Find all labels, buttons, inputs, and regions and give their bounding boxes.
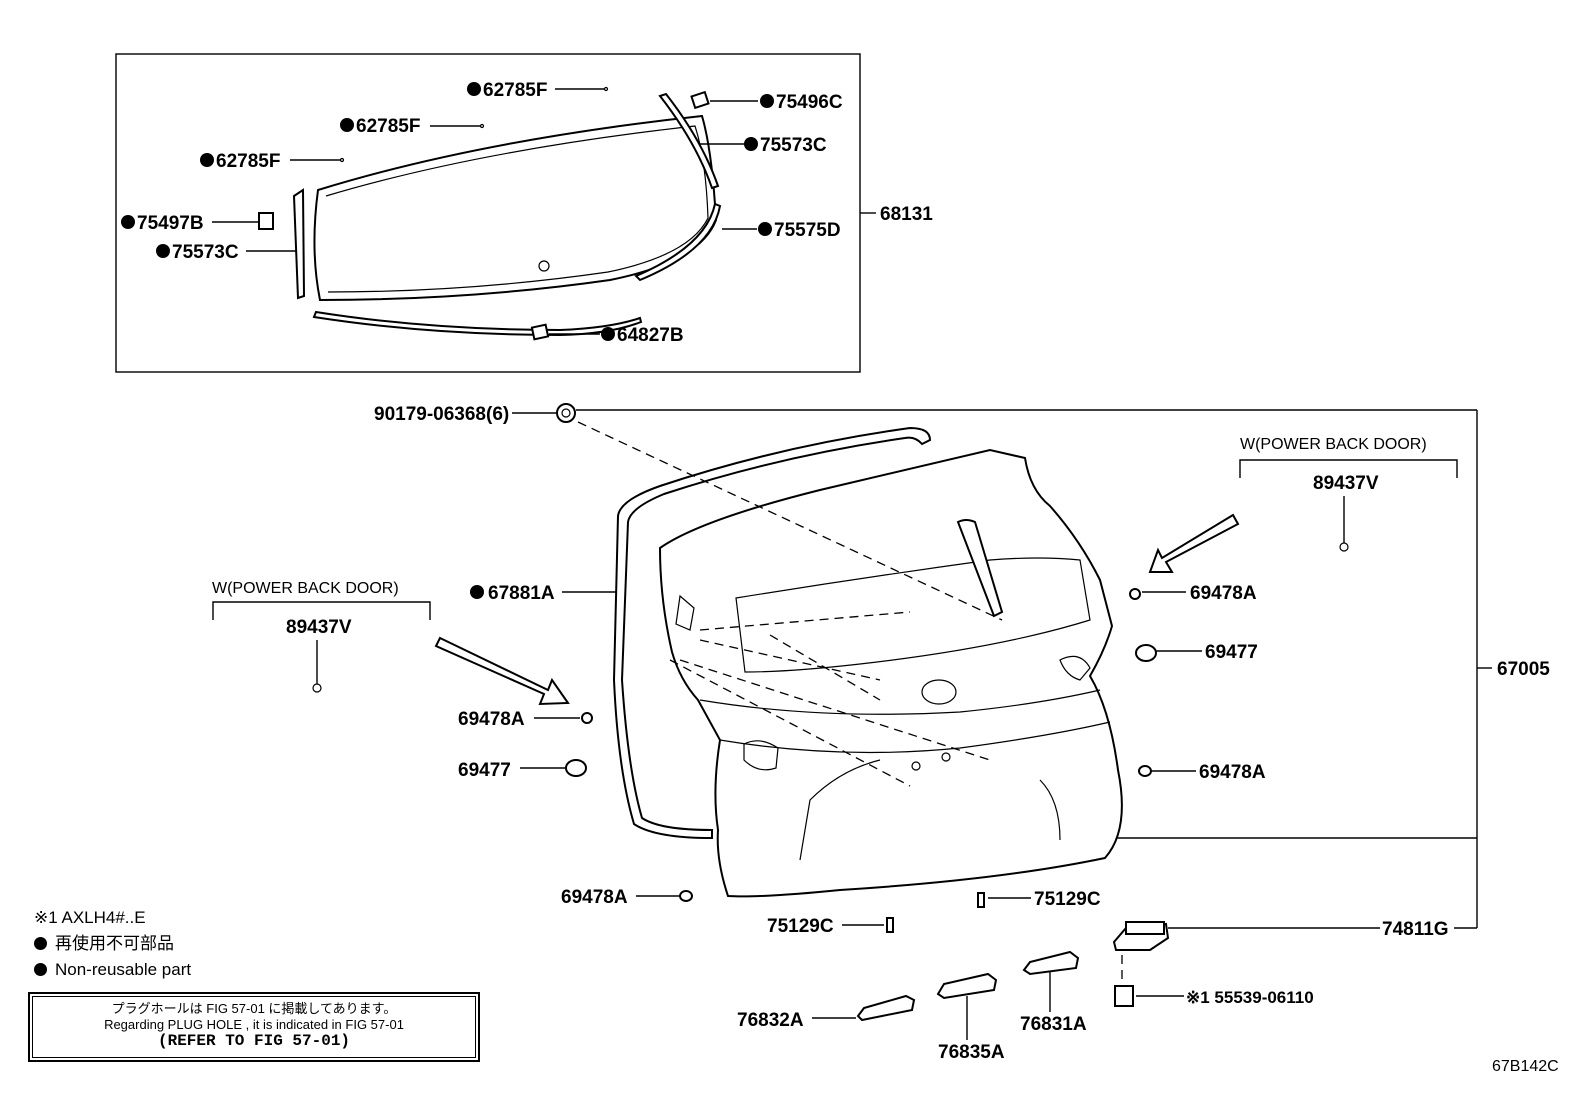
label-55539: ※1 55539-06110 [1186,988,1314,1007]
label-69478A-r2: 69478A [1199,762,1266,783]
clip-icon [679,890,693,902]
right-condition-label: W(POWER BACK DOOR) [1240,436,1427,453]
reference-jp: プラグホールは FIG 57-01 に掲載してあります。 [111,1001,397,1016]
clip-icon [581,712,593,724]
label-62785F-c: 62785F [216,151,280,172]
label-69478A-r1: 69478A [1190,583,1257,604]
label-89437V-left: 89437V [286,617,352,638]
legend: ※1 AXLH4#..E 再使用不可部品 Non-reusable part [34,905,191,983]
label-69478A-l2: 69478A [561,887,628,908]
label-62785F-a: 62785F [483,80,547,101]
label-67005: 67005 [1497,659,1550,680]
bullet-icon [34,937,47,950]
clip-icon [565,759,587,777]
label-67881A: 67881A [488,583,555,604]
handle-76835A-icon [936,972,998,1000]
label-76832A: 76832A [737,1010,804,1031]
handle-76831A-icon [1022,950,1080,976]
label-bolt: 90179-06368(6) [374,404,509,425]
weatherstrip [612,426,932,840]
label-75496C: 75496C [776,92,843,113]
label-75573C-b: 75573C [172,242,239,263]
reference-link: (REFER TO FIG 57-01) [157,1032,351,1050]
label-75575D: 75575D [774,220,841,241]
reference-box: プラグホールは FIG 57-01 に掲載してあります。 Regarding P… [28,992,480,1062]
label-68131: 68131 [880,204,933,225]
legend-jp: 再使用不可部品 [34,931,191,957]
clip-icon [1138,765,1152,777]
label-75573C-a: 75573C [760,135,827,156]
label-76831A: 76831A [1020,1014,1087,1035]
arrow-right-icon [1148,513,1240,573]
figure-id: 67B142C [1492,1058,1559,1075]
label-89437V-right: 89437V [1313,473,1379,494]
label-75129C-l: 75129C [767,916,834,937]
bulb-icon [1114,985,1134,1007]
bullet-icon [34,963,47,976]
molding-left [292,188,306,300]
bolt-icon [556,403,576,423]
reference-en: Regarding PLUG HOLE , it is indicated in… [104,1017,404,1032]
label-69478A-l1: 69478A [458,709,525,730]
legend-en: Non-reusable part [34,957,191,983]
label-75129C-r: 75129C [1034,889,1101,910]
label-69477-l: 69477 [458,760,511,781]
label-69477-r: 69477 [1205,642,1258,663]
model-note: ※1 AXLH4#..E [34,908,146,927]
molding-bottom [312,310,643,337]
label-64827B: 64827B [617,325,684,346]
label-62785F-b: 62785F [356,116,420,137]
molding-curve-right [634,202,722,282]
clip-icon [1135,644,1157,662]
label-75497B: 75497B [137,213,204,234]
clip-icon [1129,588,1141,600]
handle-76832A-icon [856,994,916,1022]
arrow-left-icon [434,636,570,706]
molding-right [658,92,720,190]
back-door-panel [658,448,1123,898]
license-lamp-icon [1112,921,1170,951]
left-condition-label: W(POWER BACK DOOR) [212,580,399,597]
label-74811G: 74811G [1382,919,1449,940]
label-76835A: 76835A [938,1042,1005,1063]
